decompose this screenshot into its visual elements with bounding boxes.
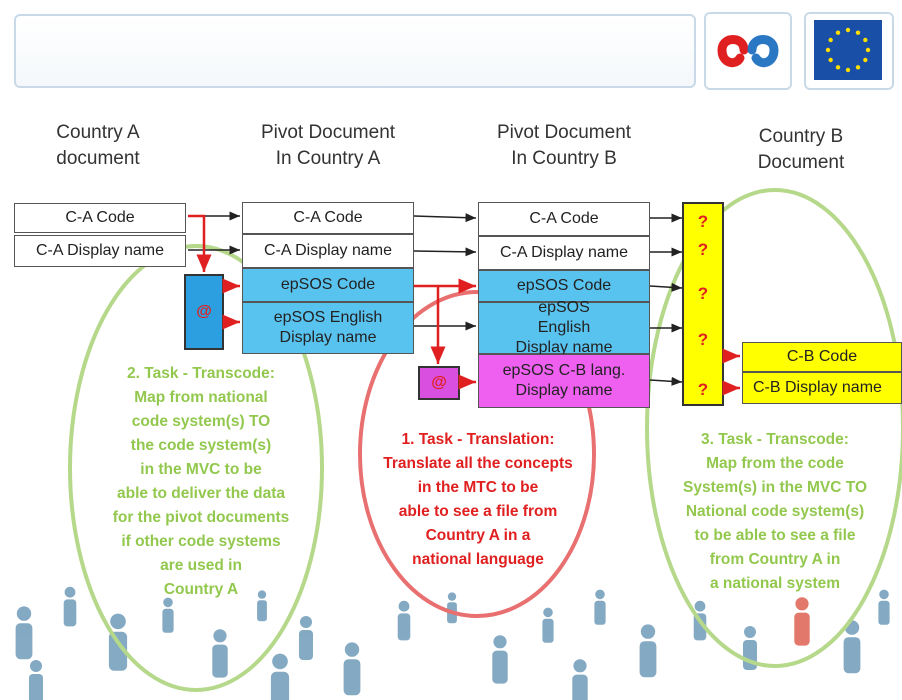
- star-icon: [845, 27, 851, 33]
- task3-ellipse: [645, 188, 902, 668]
- person-icon: [639, 624, 657, 678]
- at-box-b: @: [418, 366, 460, 400]
- person-icon: [343, 642, 361, 696]
- person-icon: [108, 613, 128, 671]
- header-bar: [14, 14, 696, 88]
- person-icon: [212, 629, 228, 678]
- star-icon: [863, 37, 868, 43]
- person-icon: [29, 660, 43, 700]
- star-icon: [828, 57, 833, 63]
- star-icon: [863, 57, 868, 63]
- task1-text: 1. Task - Translation:Translate all the …: [383, 431, 573, 568]
- star-icon: [855, 30, 861, 35]
- person-icon: [257, 590, 267, 622]
- person-icon: [572, 659, 588, 700]
- question-mark: ?: [697, 330, 709, 349]
- at-box-a: @: [184, 274, 224, 350]
- eu-flag-icon: [814, 20, 882, 80]
- logo-box: [704, 12, 792, 90]
- pivot-b-code: C-A Code: [478, 202, 650, 236]
- star-icon: [835, 30, 841, 35]
- question-mark: ?: [697, 284, 709, 303]
- star-icon: [825, 47, 831, 53]
- person-icon: [693, 600, 707, 641]
- country-a-display-name: C-A Display name: [14, 235, 186, 267]
- pivot-b-epsos-code: epSOS Code: [478, 270, 650, 302]
- person-icon: [63, 586, 77, 627]
- pivot-b-display-name: C-A Display name: [478, 236, 650, 270]
- person-icon: [15, 606, 33, 660]
- person-icon: [397, 600, 411, 641]
- country-b-code: C-B Code: [742, 342, 902, 372]
- person-icon: [794, 597, 810, 646]
- task2-ellipse: [68, 244, 324, 692]
- person-icon: [542, 607, 554, 643]
- pivot-a-epsos-code: epSOS Code: [242, 268, 414, 302]
- country-b-display-name: C-B Display name: [742, 372, 902, 404]
- country-a-code: C-A Code: [14, 203, 186, 233]
- question-mark: ?: [697, 212, 709, 231]
- question-mark: ?: [697, 240, 709, 259]
- person-icon: [299, 616, 313, 660]
- person-icon: [878, 589, 890, 625]
- star-icon: [828, 37, 833, 43]
- pivot-a-code: C-A Code: [242, 202, 414, 234]
- person-icon: [162, 597, 174, 633]
- question-mark: ?: [697, 380, 709, 399]
- pivot-b-epsos-cb-lang: epSOS C-B lang. Display name: [478, 354, 650, 408]
- star-icon: [835, 65, 841, 70]
- star-icon: [865, 47, 871, 53]
- question-column: ? ? ? ? ?: [682, 202, 724, 406]
- person-icon: [270, 653, 290, 700]
- person-icon: [492, 635, 508, 684]
- logo-icon: [717, 35, 779, 68]
- pivot-b-epsos-english: epSOS English Display name: [478, 299, 650, 356]
- pivot-a-epsos-english: epSOS English Display name: [242, 302, 414, 354]
- task1-ellipse: [358, 290, 596, 618]
- eu-flag-box: [804, 12, 894, 90]
- star-icon: [855, 65, 861, 70]
- person-icon: [594, 589, 606, 625]
- pivot-a-display-name: C-A Display name: [242, 234, 414, 268]
- star-icon: [845, 67, 851, 73]
